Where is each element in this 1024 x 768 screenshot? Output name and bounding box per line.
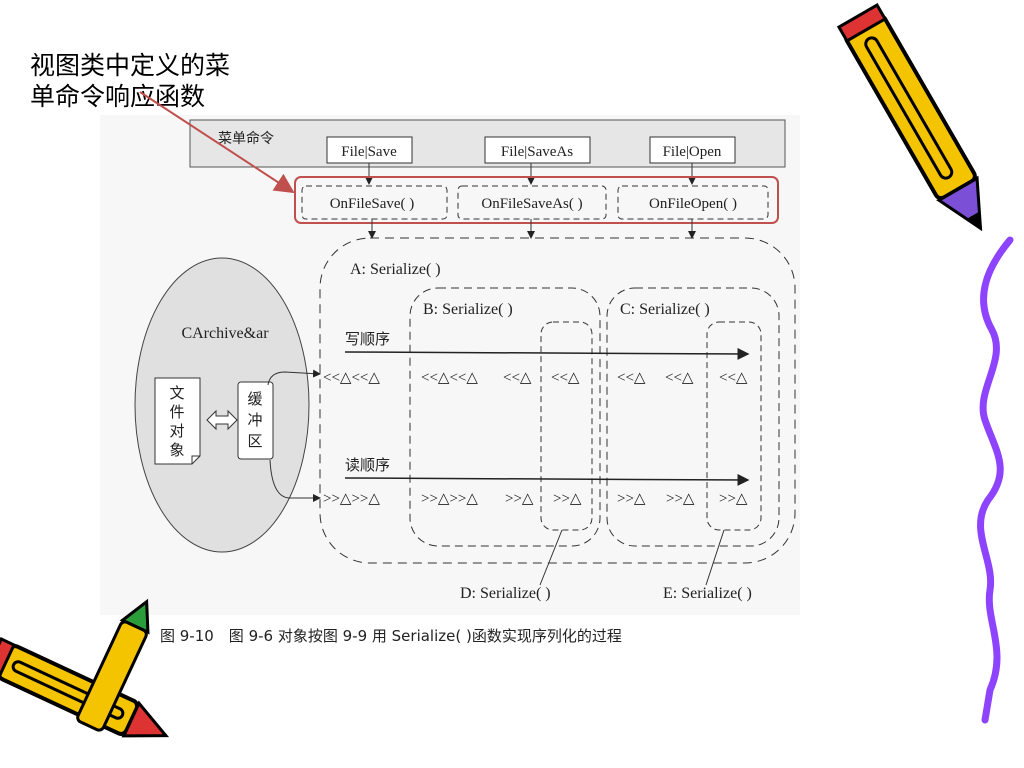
read-op: >>△>>△: [323, 491, 380, 507]
menu-item-file-saveas: [484, 136, 591, 164]
write-op: <<△: [665, 370, 694, 386]
write-op: <<△: [719, 370, 748, 386]
pencil-icon: [76, 598, 150, 732]
write-order-arrow: [344, 347, 750, 360]
callout-line-2: 单命令响应函数: [30, 82, 206, 111]
serialize-e-label: E: Serialize( ): [663, 585, 752, 602]
buffer-box: [237, 381, 274, 460]
callout-line-1: 视图类中定义的菜: [30, 51, 231, 80]
serialize-b-box: [409, 287, 601, 547]
read-op: >>△: [719, 491, 748, 507]
leader-line-d: [539, 529, 563, 586]
handler-label: OnFileSaveAs( ): [481, 196, 582, 212]
write-op: <<△: [503, 370, 532, 386]
leader-line-e: [705, 529, 725, 586]
buffer-read-connector: [269, 459, 321, 502]
file-object-char: 对: [169, 422, 184, 440]
read-op: >>△: [505, 491, 534, 507]
figure-caption: 图 9-10 图 9-6 对象按图 9-9 用 Serialize( )函数实现…: [160, 627, 622, 645]
menu-item-label: File|Save: [341, 144, 397, 160]
carchive-ellipse: [134, 257, 310, 553]
read-order-arrow: [344, 473, 750, 486]
serialize-d-box: [540, 321, 593, 531]
read-op: >>△: [666, 491, 695, 507]
write-op: <<△: [617, 370, 646, 386]
menu-item-label: File|SaveAs: [501, 144, 573, 160]
menu-bar-label: 菜单命令: [218, 130, 274, 147]
read-op: >>△: [617, 491, 646, 507]
handler-label: OnFileOpen( ): [649, 196, 737, 212]
write-op: <<△<<△: [323, 370, 380, 386]
file-object-char: 文: [169, 384, 184, 402]
double-arrow-icon: [206, 409, 238, 431]
write-op: <<△<<△: [421, 370, 478, 386]
pencil-icon: [836, 3, 983, 232]
serialize-d-label: D: Serialize( ): [460, 585, 551, 602]
handler-label: OnFileSave( ): [330, 196, 415, 212]
serialize-a-box: [319, 237, 796, 564]
write-op: <<△: [551, 370, 580, 386]
squiggle-decoration: [977, 236, 1014, 724]
file-object-box: [154, 377, 201, 465]
handler-on-file-open: [617, 185, 769, 220]
callout-text: 视图类中定义的菜 单命令响应函数: [30, 50, 270, 112]
serialize-e-box: [706, 321, 762, 531]
file-object-char: 件: [169, 403, 184, 421]
highlight-box: [294, 176, 779, 224]
buffer-char: 冲: [247, 411, 262, 429]
read-op: >>△: [553, 491, 582, 507]
handler-on-file-save: [301, 185, 448, 220]
serialize-c-box: [606, 287, 780, 547]
read-order-label: 读顺序: [345, 456, 390, 474]
callout-arrow: [139, 91, 295, 194]
buffer-char: 区: [247, 432, 262, 450]
serialize-b-label: B: Serialize( ): [423, 301, 513, 318]
file-object-char: 象: [169, 441, 184, 459]
write-order-label: 写顺序: [345, 330, 390, 348]
handler-on-file-saveas: [457, 185, 607, 220]
carchive-label: CArchive&ar: [181, 325, 269, 342]
read-op: >>△>>△: [421, 491, 478, 507]
buffer-write-connector: [267, 369, 321, 386]
buffer-char: 缓: [247, 390, 262, 408]
serialize-a-label: A: Serialize( ): [350, 261, 441, 278]
serialize-c-label: C: Serialize( ): [620, 301, 710, 318]
menu-item-label: File|Open: [663, 144, 722, 160]
